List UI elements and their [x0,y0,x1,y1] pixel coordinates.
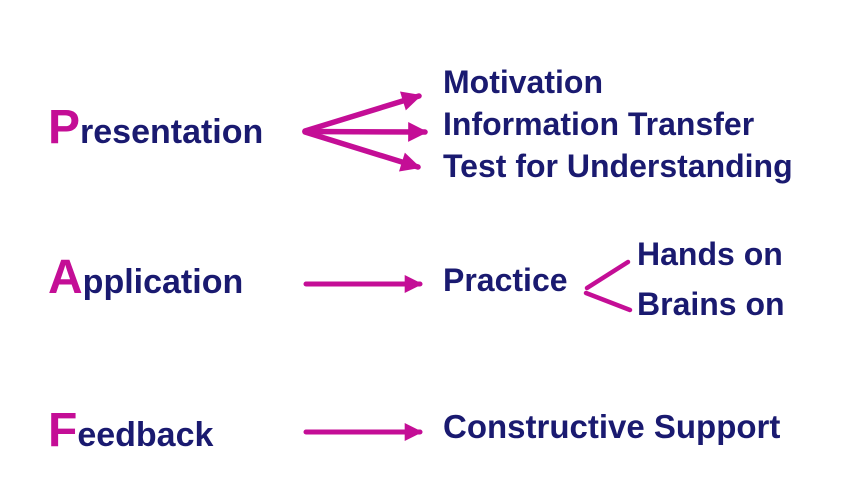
label-presentation-initial: P [48,101,81,154]
label-presentation-rest: resentation [80,113,264,151]
label-application-rest: pplication [82,263,244,301]
label-feedback-initial: F [48,404,78,457]
label-feedback-rest: eedback [77,416,214,454]
outcome-item: Motivation [443,64,603,100]
outcome-item: Brains on [637,286,785,322]
outcome-item: Hands on [637,236,783,272]
presentation-fan-arrow-icon [302,91,428,172]
presentation-outcome-list: Motivation Information Transfer Test for… [443,61,793,187]
practice-node: Practice [443,262,568,298]
outcome-item: Information Transfer [443,106,755,142]
practice-fork-lines-icon [583,259,633,313]
outcome-item: Test for Understanding [443,148,793,184]
outcome-item: Constructive Support [443,408,781,445]
label-application-initial: A [48,251,83,304]
